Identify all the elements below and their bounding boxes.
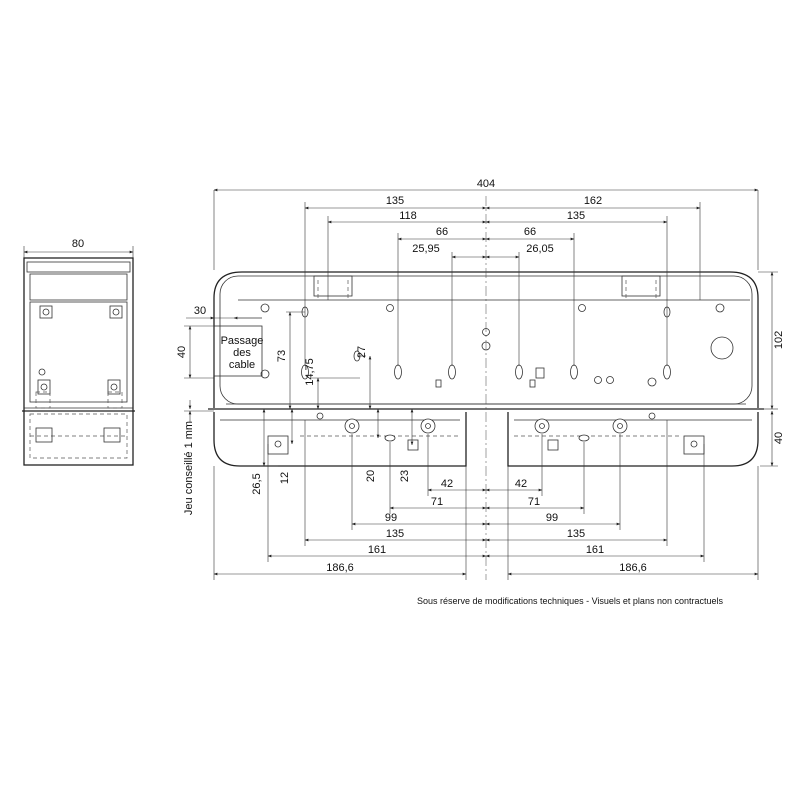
dim-73: 73 <box>276 350 288 362</box>
round-hole-icon <box>260 303 270 313</box>
corner-block-icon <box>39 305 53 319</box>
front-view: 404 135 162 118 135 66 66 25,95 26,05 30 <box>176 178 785 580</box>
dim-23: 23 <box>399 470 411 482</box>
passage-label-line3: cable <box>229 359 255 371</box>
round-hole-icon <box>647 377 657 387</box>
dim-99-right: 99 <box>546 512 558 524</box>
slot-hole-icon <box>578 434 590 442</box>
dim-66-left: 66 <box>436 226 448 238</box>
dim-161-right: 161 <box>586 544 604 556</box>
dim-42-right: 42 <box>515 478 527 490</box>
dim-404: 404 <box>477 178 495 190</box>
slot-hole-icon <box>448 364 456 380</box>
dim-40-right: 40 <box>773 432 785 444</box>
dim-102: 102 <box>773 331 785 349</box>
dim-25-95: 25,95 <box>412 243 440 255</box>
dim-42-left: 42 <box>441 478 453 490</box>
round-hole-icon <box>594 376 602 384</box>
dim-186-6-left: 186,6 <box>326 562 354 574</box>
round-hole-icon <box>260 369 270 379</box>
dim-135-left: 135 <box>386 528 404 540</box>
round-hole-icon <box>715 303 725 313</box>
dim-66-right: 66 <box>524 226 536 238</box>
dim-118: 118 <box>399 210 417 222</box>
dim-30: 30 <box>194 305 206 317</box>
slot-hole-icon <box>663 364 671 380</box>
dim-20: 20 <box>365 470 377 482</box>
dim-71-right: 71 <box>528 496 540 508</box>
jeu-label: Jeu conseillé 1 mm <box>183 421 195 515</box>
slot-hole-icon <box>384 434 396 442</box>
dim-99-left: 99 <box>385 512 397 524</box>
round-hole-icon <box>386 304 394 312</box>
slot-hole-icon <box>394 364 402 380</box>
dim-14-75: 14,75 <box>304 358 316 386</box>
dim-side-width: 80 <box>72 238 84 250</box>
slot-hole-icon <box>515 364 523 380</box>
dim-161-left: 161 <box>368 544 386 556</box>
dim-162: 162 <box>584 195 602 207</box>
round-hole-icon <box>578 304 586 312</box>
corner-block-icon <box>109 305 123 319</box>
dim-26-05: 26,05 <box>526 243 554 255</box>
dim-26-5: 26,5 <box>251 473 263 494</box>
dim-71-left: 71 <box>431 496 443 508</box>
passage-label-line1: Passage <box>221 335 264 347</box>
round-hole-icon <box>606 376 614 384</box>
dim-12: 12 <box>279 472 291 484</box>
corner-block-icon <box>37 379 51 395</box>
corner-block-icon <box>107 379 121 395</box>
dim-186-6-right: 186,6 <box>619 562 647 574</box>
passage-label-line2: des <box>233 347 251 359</box>
dim-27: 27 <box>356 346 368 358</box>
slot-hole-icon <box>570 364 578 380</box>
cable-hole-icon <box>710 336 734 360</box>
dim-135-right: 135 <box>567 528 585 540</box>
dim-135-mid: 135 <box>567 210 585 222</box>
dim-135-top: 135 <box>386 195 404 207</box>
dim-40-left: 40 <box>176 346 188 358</box>
footer-note: Sous réserve de modifications techniques… <box>417 596 724 606</box>
side-view: 80 <box>22 238 135 466</box>
cable-passage-area <box>213 325 263 377</box>
